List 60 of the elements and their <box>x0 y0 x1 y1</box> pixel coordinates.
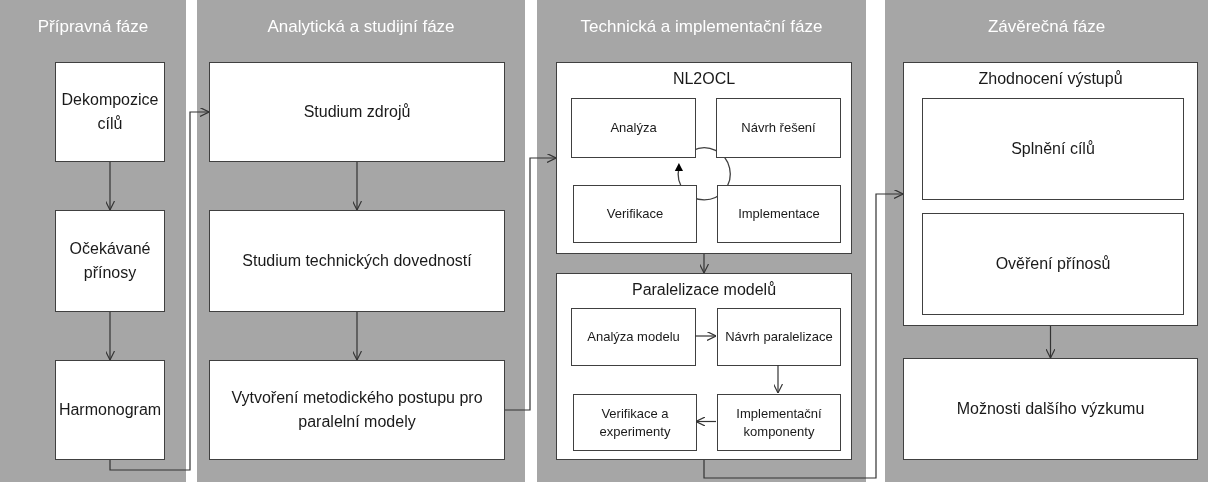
phase-band <box>885 0 1208 482</box>
box-label: Verifikace <box>606 205 664 223</box>
box-label: Očekávané přínosy <box>68 239 152 283</box>
box-label: Zhodnocení výstupů <box>977 69 1124 89</box>
box-label: Analýza modelu <box>587 328 680 346</box>
process-box <box>717 394 841 451</box>
phase-heading: Analytická a studijní fáze <box>266 16 456 38</box>
group-box <box>556 62 852 254</box>
box-label: Verifikace a experimenty <box>598 404 672 441</box>
arrow <box>351 161 363 211</box>
box-label: Dekompozice cílů <box>61 90 159 134</box>
group-box <box>903 62 1198 326</box>
box-label: Studium technických dovedností <box>242 251 472 271</box>
arrow <box>694 330 717 342</box>
box-label: NL2OCL <box>671 69 737 89</box>
process-box <box>55 210 165 312</box>
process-box <box>717 308 841 366</box>
box-label: Návrh paralelizace <box>725 328 833 346</box>
process-box <box>55 360 165 460</box>
phase-band <box>0 0 186 482</box>
phase-band <box>197 0 525 482</box>
box-label: Možnosti dalšího výzkumu <box>956 399 1145 419</box>
process-box <box>209 62 505 162</box>
arrow <box>1045 325 1056 359</box>
process-box <box>573 394 697 451</box>
process-box <box>55 62 165 162</box>
phase-band <box>537 0 866 482</box>
box-label: Analýza <box>610 119 657 137</box>
arrow <box>703 188 904 479</box>
phase-heading: Závěrečná fáze <box>986 16 1107 38</box>
process-box <box>716 98 841 158</box>
arrow <box>504 152 557 411</box>
box-label: Ověření přínosů <box>995 254 1111 274</box>
box-label: Harmonogram <box>58 400 162 420</box>
process-box <box>571 98 696 158</box>
process-box <box>922 98 1184 200</box>
arrow <box>104 161 116 211</box>
arrow <box>772 364 784 394</box>
box-label: Studium zdrojů <box>303 102 411 122</box>
process-box <box>573 185 697 243</box>
box-label: Splnění cílů <box>1011 139 1095 159</box>
process-box <box>209 360 505 460</box>
arrow <box>698 253 710 274</box>
box-label: Návrh řešení <box>741 119 816 137</box>
arrow <box>695 416 717 427</box>
phase-heading: Přípravná fáze <box>36 16 150 38</box>
box-label: Implementace <box>738 205 820 223</box>
box-label: Vytvoření metodického postupu pro paralelní modely <box>230 388 484 432</box>
process-box <box>571 308 696 366</box>
phase-heading: Technická a implementační fáze <box>579 16 824 38</box>
process-box <box>209 210 505 312</box>
arrow <box>104 311 116 361</box>
box-label: Implementační komponenty <box>735 404 823 441</box>
group-box <box>556 273 852 460</box>
arrow <box>109 106 210 471</box>
box-label: Paralelizace modelů <box>630 280 778 300</box>
process-box <box>717 185 841 243</box>
arrow <box>351 311 363 361</box>
process-box <box>903 358 1198 460</box>
process-box <box>922 213 1184 315</box>
